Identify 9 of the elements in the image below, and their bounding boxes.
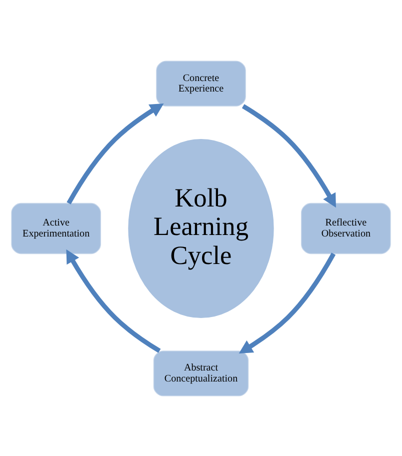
arrow [242,104,336,208]
node-box: Active Experimentation [11,202,102,254]
node-box: Abstract Conceptualization [153,350,249,396]
node-box: Concrete Experience [156,60,246,106]
node-ellipse: Kolb Learning Cycle [128,138,274,318]
node-box: Reflective Observation [300,202,391,254]
arrow [66,248,161,352]
arrow [66,102,164,204]
arrow [238,252,336,353]
